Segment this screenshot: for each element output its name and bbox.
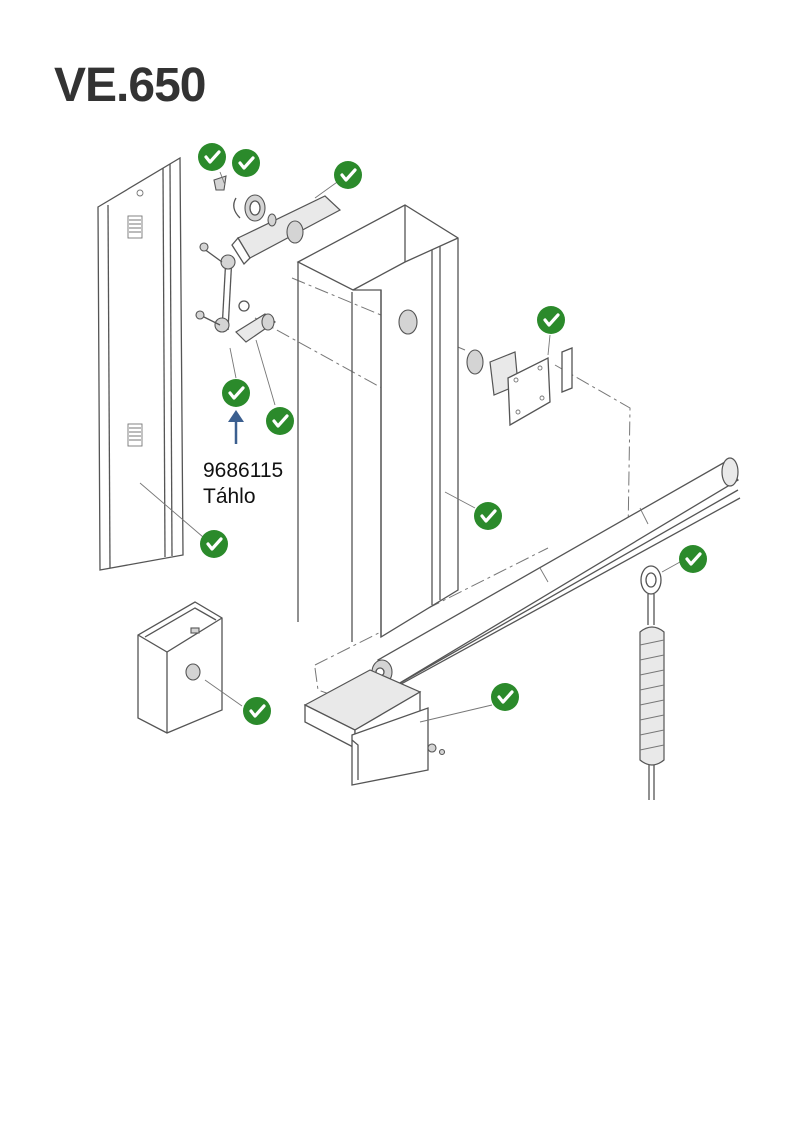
connecting-rod	[195, 242, 277, 406]
base-rail	[303, 669, 493, 786]
check-badge	[491, 683, 519, 711]
lever-assembly	[213, 171, 342, 266]
arrow-up-icon	[228, 410, 244, 444]
check-badge	[200, 530, 228, 558]
barrier-post	[296, 204, 476, 642]
part-number: 9686115	[203, 459, 284, 482]
part-name: Táhlo	[203, 485, 256, 508]
check-badge	[679, 545, 707, 573]
cover-panel	[97, 156, 204, 571]
check-badge	[243, 697, 271, 725]
check-badge	[222, 379, 250, 407]
check-badge	[334, 161, 362, 189]
check-badge	[537, 306, 565, 334]
control-box	[137, 601, 243, 734]
part-callout: 9686115 Táhlo	[203, 458, 283, 510]
check-badge	[266, 407, 294, 435]
check-badge	[232, 149, 260, 177]
shaft-flange	[466, 334, 573, 427]
check-badge	[474, 502, 502, 530]
check-badge	[198, 143, 226, 171]
balance-spring	[639, 561, 681, 800]
page-title: VE.650	[54, 59, 206, 112]
